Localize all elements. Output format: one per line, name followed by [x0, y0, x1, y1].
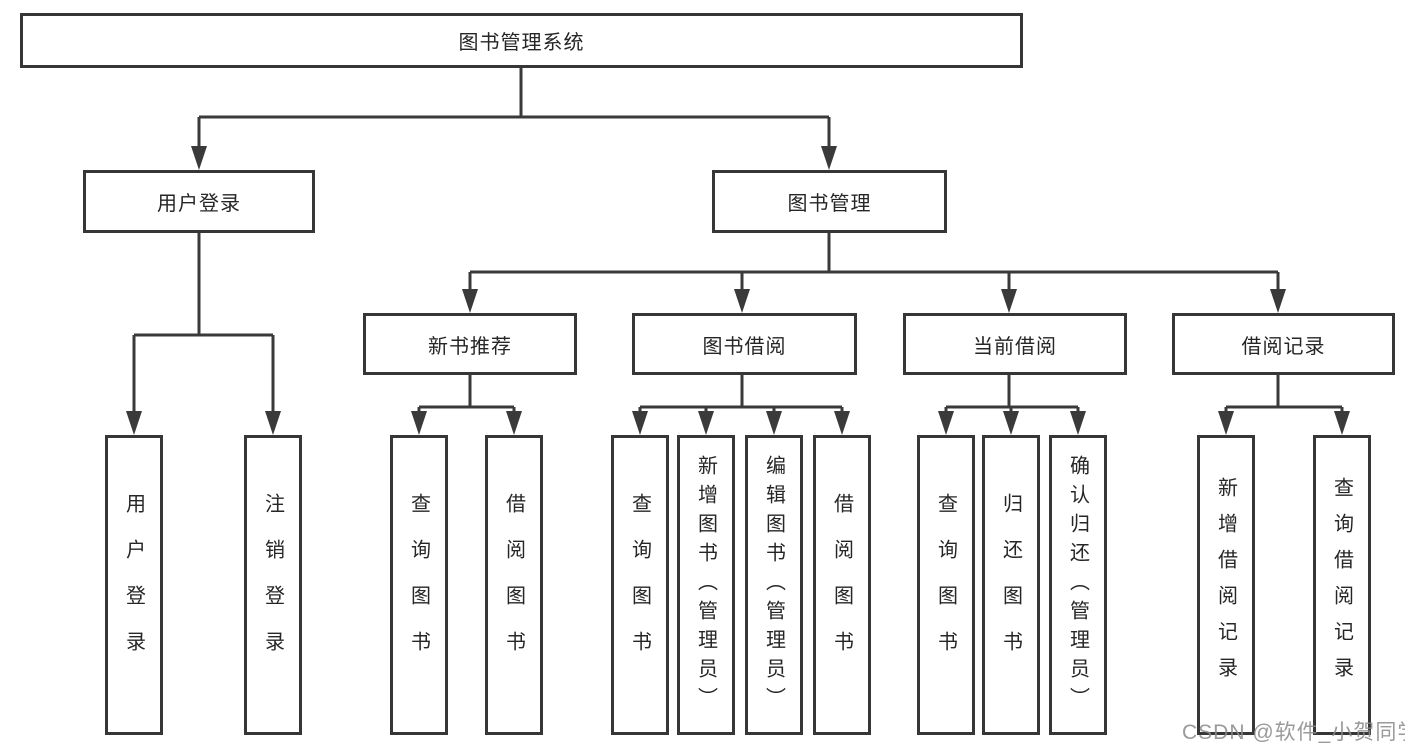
- arrowhead-b1: [411, 411, 427, 435]
- leaf-edit-books-admin: 编辑图书（管理员）: [745, 435, 803, 735]
- arrowhead-book-management: [821, 146, 837, 170]
- leaf-query-books-current: 查询图书: [917, 435, 975, 735]
- node-new-book-recommend: 新书推荐: [363, 313, 577, 375]
- leaf-query-books-recommend: 查询图书: [390, 435, 448, 735]
- leaf-borrow-books: 借阅图书: [813, 435, 871, 735]
- leaf-add-books-admin: 新增图书（管理员）: [677, 435, 735, 735]
- node-user-login: 用户登录: [83, 170, 315, 233]
- arrowhead-leaf-logout: [265, 411, 281, 435]
- connector-borrow-records-children: [1224, 375, 1344, 413]
- arrowhead-e2: [1334, 411, 1350, 435]
- node-book-management: 图书管理: [712, 170, 947, 233]
- connector-book-borrow-children: [638, 375, 844, 413]
- leaf-logout: 注销登录: [244, 435, 302, 735]
- arrowhead-current-borrow: [1001, 289, 1017, 313]
- leaf-add-borrow-record: 新增借阅记录: [1197, 435, 1255, 735]
- arrowhead-c2: [698, 411, 714, 435]
- leaf-return-books: 归还图书: [982, 435, 1040, 735]
- arrowhead-c3: [766, 411, 782, 435]
- leaf-query-borrow-record: 查询借阅记录: [1313, 435, 1371, 735]
- arrowhead-user-login: [191, 146, 207, 170]
- node-current-borrow: 当前借阅: [903, 313, 1127, 375]
- arrowhead-b2: [506, 411, 522, 435]
- leaf-query-books-borrow: 查询图书: [611, 435, 669, 735]
- connector-new-book-recommend-children: [417, 375, 516, 413]
- csdn-watermark: CSDN @软件_小贺同学: [1182, 721, 1405, 744]
- arrowhead-d1: [938, 411, 954, 435]
- arrowhead-d2: [1003, 411, 1019, 435]
- arrowhead-leaf-login: [126, 411, 142, 435]
- connector-book-management-children: [468, 233, 1280, 291]
- leaf-borrow-books-recommend: 借阅图书: [485, 435, 543, 735]
- connector-current-borrow-children: [944, 375, 1080, 413]
- arrowhead-e1: [1218, 411, 1234, 435]
- leaf-confirm-return-admin: 确认归还（管理员）: [1049, 435, 1107, 735]
- arrowhead-c1: [632, 411, 648, 435]
- arrowhead-book-borrow: [734, 289, 750, 313]
- node-book-borrow: 图书借阅: [632, 313, 857, 375]
- arrowhead-new-book-recommend: [462, 289, 478, 313]
- node-borrow-records: 借阅记录: [1172, 313, 1395, 375]
- arrowhead-borrow-records: [1270, 289, 1286, 313]
- connector-user-login-children: [132, 233, 275, 413]
- arrowhead-c4: [834, 411, 850, 435]
- node-root-system: 图书管理系统: [20, 13, 1023, 68]
- arrowhead-d3: [1070, 411, 1086, 435]
- connector-root-to-level2: [197, 68, 831, 148]
- leaf-user-login: 用户登录: [105, 435, 163, 735]
